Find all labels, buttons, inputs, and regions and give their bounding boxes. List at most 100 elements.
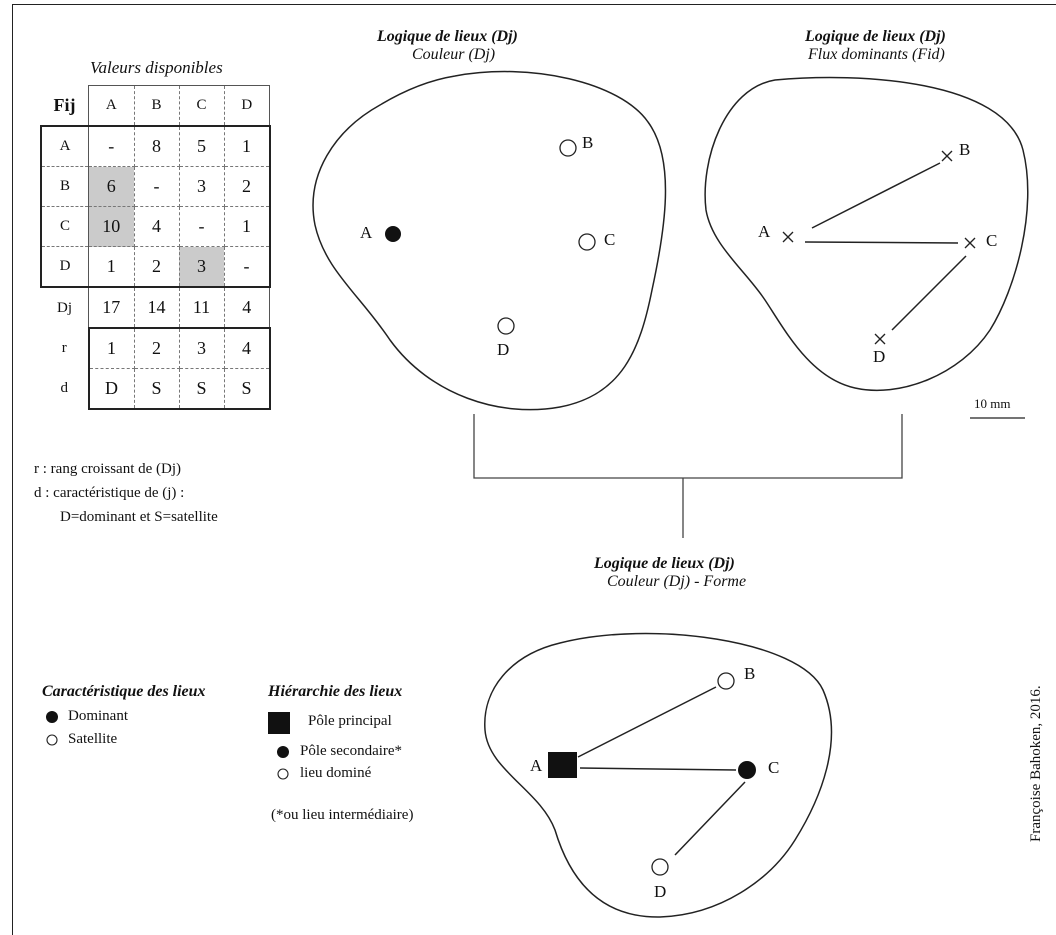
table-cell: -	[134, 166, 180, 207]
map3-place-a-main-pole	[548, 752, 577, 778]
row-header-dj: Dj	[57, 299, 72, 316]
map1-label-c: C	[604, 230, 616, 249]
map2-place-a-cross	[782, 231, 794, 243]
row-header-a: A	[40, 125, 89, 167]
map1-label-d: D	[497, 340, 510, 359]
table-cell: 2	[134, 327, 180, 369]
legend2-item-dominated: lieu dominé	[300, 765, 372, 781]
note-r: r : rang croissant de (Dj)	[34, 461, 182, 477]
legend-satellite-symbol	[46, 734, 58, 746]
map2-flow-a-c	[804, 241, 959, 244]
legend2-item-secondary-pole: Pôle secondaire*	[300, 743, 403, 759]
table-cell: 8	[134, 125, 180, 167]
legend2-item-main-pole: Pôle principal	[308, 713, 392, 729]
map2-heading: Logique de lieux (Dj) Flux dominants (Fi…	[805, 28, 946, 64]
legend-dominant-symbol	[46, 711, 58, 723]
map3-subtitle: Couleur (Dj) - Forme	[607, 573, 747, 590]
table-cell: -	[88, 125, 135, 167]
map2-label-d: D	[873, 347, 886, 366]
row-header-d-char: d	[60, 380, 69, 397]
map3-place-b-dominated	[717, 672, 735, 690]
map2-place-c-cross	[964, 237, 976, 249]
map1-place-c-satellite	[578, 233, 596, 251]
legend1-title: Caractéristique des lieux	[42, 683, 206, 700]
row-header-d: D	[40, 246, 89, 288]
credit: Françoise Bahoken, 2016.	[1028, 685, 1044, 842]
table-cell: 4	[134, 206, 180, 247]
map3-flow-c-d	[674, 781, 746, 856]
map2-place-b-cross	[941, 150, 953, 162]
map1-place-b-satellite	[559, 139, 577, 157]
scale-label: 10 mm	[974, 396, 1011, 411]
legend-main-pole-symbol	[268, 712, 290, 734]
map2-label-a: A	[758, 222, 771, 241]
table-cell: 1	[224, 125, 271, 167]
col-header-d: D	[224, 85, 270, 126]
map1-place-a-dominant	[385, 226, 401, 242]
table-cell: 4	[224, 287, 270, 328]
table-cell: 6	[88, 166, 135, 207]
map1-label-a: A	[360, 223, 373, 242]
table-cell: 17	[88, 287, 135, 328]
table-cell: 3	[179, 166, 225, 207]
table-cell: 2	[134, 246, 180, 288]
note-d: d : caractéristique de (j) :	[34, 485, 185, 501]
map2-flow-a-b	[811, 162, 941, 229]
note-d2: D=dominant et S=satellite	[60, 509, 218, 525]
map3-territory-outline	[484, 632, 833, 918]
col-header-b: B	[134, 85, 180, 126]
map3-label-c: C	[768, 758, 780, 777]
map1-place-d-satellite	[497, 317, 515, 335]
col-header-c: C	[179, 85, 225, 126]
legend-dominated-place-symbol	[277, 768, 289, 780]
table-cell: 1	[87, 327, 135, 369]
map1-subtitle: Couleur (Dj)	[412, 46, 496, 63]
map3-label-b: B	[744, 664, 756, 683]
table-cell: 11	[179, 287, 225, 328]
legend-secondary-pole-symbol	[277, 746, 289, 758]
map3-place-c-secondary-pole	[738, 761, 756, 779]
table-cell: 2	[224, 166, 271, 207]
table-cell: S	[134, 368, 180, 410]
map2-subtitle: Flux dominants (Fid)	[808, 46, 945, 63]
map1-label-b: B	[582, 133, 594, 152]
table-corner: Fij	[53, 94, 76, 115]
map1-title: Logique de lieux (Dj)	[377, 28, 518, 45]
map3-label-a: A	[530, 756, 543, 775]
legend2-title: Hiérarchie des lieux	[268, 683, 403, 700]
map1-territory-outline	[312, 70, 667, 411]
map2-title: Logique de lieux (Dj)	[805, 28, 946, 45]
table-cell: 14	[134, 287, 180, 328]
table-cell: D	[87, 368, 135, 410]
map3-label-d: D	[654, 882, 667, 901]
table-cell: 4	[224, 327, 271, 369]
map1-heading: Logique de lieux (Dj) Couleur (Dj)	[352, 28, 652, 64]
map3-heading: Logique de lieux (Dj) Couleur (Dj) - For…	[594, 555, 746, 591]
map3-place-d-dominated	[651, 858, 669, 876]
flow-matrix-table: Fij A B C D A - 8 5 1 B 6 - 3 2 C 10 4 -…	[40, 85, 271, 410]
table-caption: Valeurs disponibles	[90, 58, 223, 77]
table-cell: 3	[179, 246, 225, 288]
legend2-footnote: (*ou lieu intermédiaire)	[271, 807, 414, 823]
map3-flow-a-b	[577, 686, 717, 758]
map3-flow-a-c	[579, 767, 737, 771]
table-cell: 5	[179, 125, 225, 167]
map2-label-c: C	[986, 231, 998, 250]
map2-territory-outline	[704, 76, 1029, 392]
col-header-a: A	[88, 85, 135, 126]
bracket-connector	[473, 414, 903, 538]
row-header-b: B	[40, 166, 89, 207]
table-cell: 3	[179, 327, 225, 369]
table-cell: S	[179, 368, 225, 410]
row-header-c: C	[40, 206, 89, 247]
figure-frame	[12, 4, 1056, 935]
map2-flow-c-d	[891, 255, 967, 331]
map3-title: Logique de lieux (Dj)	[594, 555, 735, 572]
table-cell: 10	[88, 206, 135, 247]
table-cell: -	[179, 206, 225, 247]
table-cell: S	[224, 368, 271, 410]
table-cell: -	[224, 246, 271, 288]
table-cell: 1	[88, 246, 135, 288]
legend1-item-dominant: Dominant	[68, 708, 128, 724]
